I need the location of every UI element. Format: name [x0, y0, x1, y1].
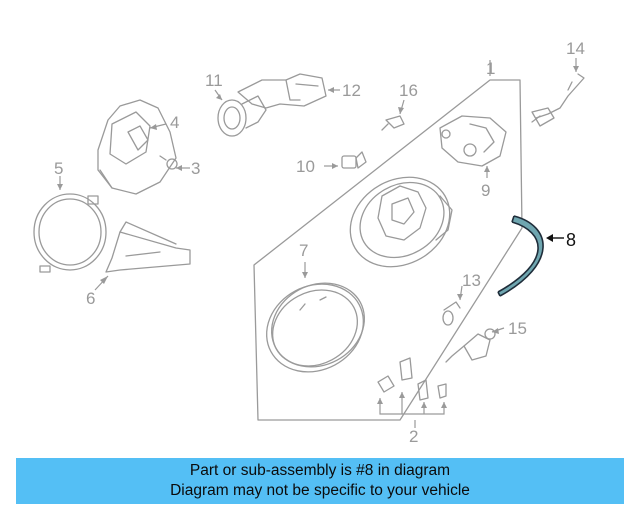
callout-3: 3: [191, 159, 200, 178]
housing-panel: [253, 79, 523, 421]
part-4-housing: [97, 99, 177, 195]
part-11-holder: [217, 95, 267, 137]
callout-14: 14: [566, 39, 585, 58]
part-14-wire-socket: [531, 73, 585, 127]
reflector-assembly: [349, 176, 453, 268]
part-3-clip: [159, 155, 178, 170]
part-12-module: [237, 73, 327, 109]
part-5-ring: [33, 193, 107, 273]
part-16-screw: [381, 115, 405, 131]
parts-diagram: 1 2 3 4 5 6 7 8 9 10 11 12 13 14 15 16: [33, 39, 585, 446]
callout-5: 5: [54, 159, 63, 178]
callout-15: 15: [508, 319, 527, 338]
callouts: 1 2 3 4 5 6 7 8 9 10 11 12 13 14 15 16: [54, 39, 585, 446]
callout-8-leader: [546, 234, 564, 242]
part-13-bulb: [442, 301, 461, 326]
callout-11: 11: [205, 71, 223, 90]
callout-7: 7: [299, 241, 308, 260]
callout-4: 4: [170, 113, 179, 132]
part-2-hardware: [377, 357, 447, 401]
callout-16: 16: [399, 81, 418, 100]
caption-line-1: Part or sub-assembly is #8 in diagram: [189, 462, 451, 479]
caption-line-2: Diagram may not be specific to your vehi…: [170, 482, 470, 499]
callout-13: 13: [462, 271, 481, 290]
callout-9: 9: [481, 181, 490, 200]
part-9-socket: [439, 115, 507, 167]
part-10-bulb: [341, 151, 367, 169]
callout-6: 6: [86, 289, 95, 308]
callout-10: 10: [296, 157, 315, 176]
part-8-seal-highlight: [497, 215, 544, 297]
callout-8: 8: [566, 230, 576, 250]
callout-1: 1: [486, 59, 495, 78]
caption-bar: Part or sub-assembly is #8 in diagram Di…: [16, 458, 624, 504]
leader-arrowheads: [57, 66, 579, 408]
callout-12: 12: [342, 81, 361, 100]
part-7-lens-ring: [265, 282, 366, 373]
callout-2: 2: [409, 427, 418, 446]
part-15-socket: [445, 328, 496, 363]
part-6-bracket: [105, 221, 191, 273]
